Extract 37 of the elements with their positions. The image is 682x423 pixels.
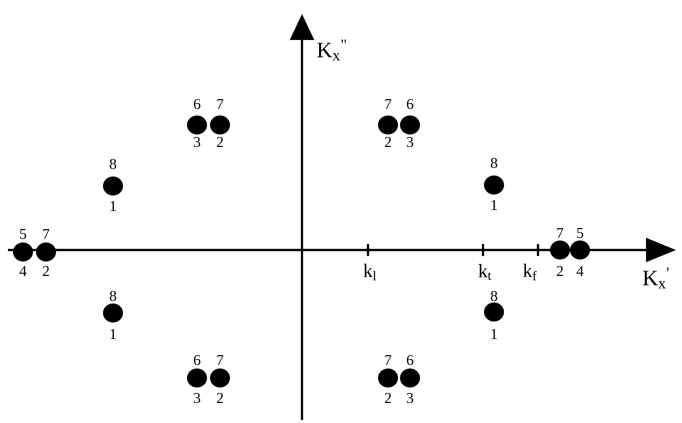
pole-number: 8 (490, 290, 498, 302)
tick-label: k$_{f}$ (523, 264, 537, 280)
pole-number: 8 (490, 158, 498, 168)
pole-number: 7 (557, 228, 564, 238)
pole-number: 6 (406, 98, 414, 110)
axis-label: K$_{x}$' (642, 268, 669, 288)
pole-number: 2 (384, 137, 391, 147)
pole-number: 2 (42, 266, 49, 276)
pole-number: 2 (556, 266, 563, 276)
tick-label: k$_{t}$ (478, 264, 492, 280)
pole-number: 5 (20, 229, 26, 239)
pole-number: 4 (20, 266, 27, 276)
pole-number: 7 (217, 355, 224, 365)
pole-number: 3 (194, 392, 200, 404)
pole-number: 6 (194, 354, 200, 366)
pole-number: 1 (492, 329, 497, 339)
pole-number: 6 (406, 354, 414, 366)
pole-number: 2 (384, 393, 391, 403)
pole-number: 1 (492, 200, 497, 210)
pole-number: 1 (110, 329, 116, 339)
pole-number: 7 (385, 99, 392, 109)
pole-number: 7 (385, 355, 392, 365)
pole-number: 5 (577, 228, 584, 238)
axis-label: K$_{x}$" (317, 40, 346, 60)
pole-number: 8 (110, 158, 116, 170)
pole-number: 3 (406, 392, 414, 404)
pole-number: 8 (110, 290, 116, 302)
pole-number: 3 (194, 136, 200, 148)
tick-label: k$_{l}$ (364, 264, 376, 280)
pole-number: 2 (216, 393, 223, 403)
pole-number: 1 (110, 201, 116, 211)
pole-number: 7 (217, 99, 224, 109)
pole-number: 2 (216, 137, 223, 147)
pole-number: 3 (406, 136, 414, 148)
pole-number: 4 (576, 266, 584, 276)
pole-number: 7 (43, 229, 50, 239)
pole-number: 6 (194, 98, 200, 110)
